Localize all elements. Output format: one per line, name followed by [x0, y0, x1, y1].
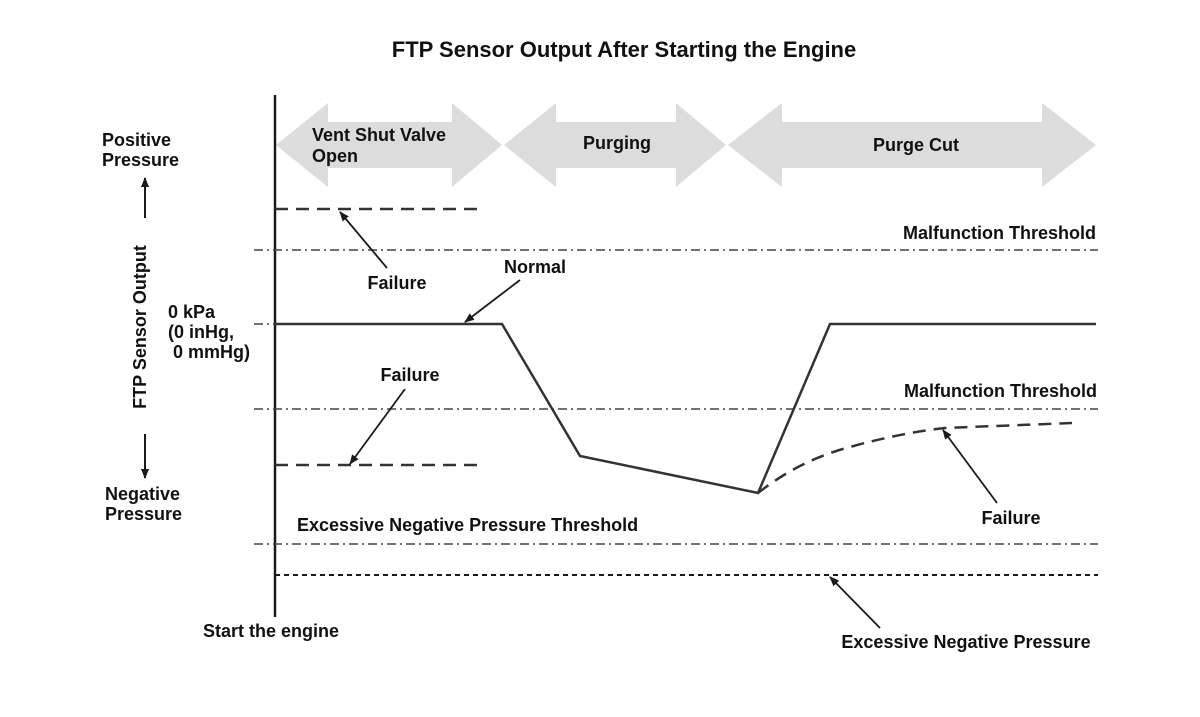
- failure-recovery-trace: [757, 421, 1073, 494]
- normal-label: Normal: [504, 257, 566, 277]
- start-engine-label: Start the engine: [203, 621, 339, 641]
- failure-low-label: Failure: [380, 365, 439, 385]
- lower-malfunction-threshold-label: Malfunction Threshold: [904, 381, 1097, 401]
- excessive-negative-pressure-label: Excessive Negative Pressure: [841, 632, 1090, 652]
- normal-pointer: [464, 279, 521, 323]
- upper-malfunction-threshold-label: Malfunction Threshold: [903, 223, 1096, 243]
- phase-arrows: [276, 103, 1096, 187]
- phase-arrow-purging: [504, 103, 726, 187]
- positive-pressure-label-line2: Pressure: [102, 150, 179, 170]
- phase-label-purge-cut: Purge Cut: [873, 135, 959, 155]
- zero-pressure-label-line3: 0 mmHg): [168, 342, 250, 362]
- normal-trace: [275, 322, 1096, 495]
- zero-pressure-label-line1: 0 kPa: [168, 302, 216, 322]
- phase-label-purging: Purging: [583, 133, 651, 153]
- negative-pressure-label-line2: Pressure: [105, 504, 182, 524]
- phase-label-vent-shut-line1: Vent Shut Valve: [312, 125, 446, 145]
- phase-label-vent-shut-line2: Open: [312, 146, 358, 166]
- phase-arrow-vent-shut: [276, 103, 502, 187]
- zero-pressure-label-line2: (0 inHg,: [168, 322, 234, 342]
- excessive-negative-pressure-pointer: [829, 576, 881, 629]
- excessive-negative-threshold-label: Excessive Negative Pressure Threshold: [297, 515, 638, 535]
- negative-pressure-label-line1: Negative: [105, 484, 180, 504]
- y-axis-label: FTP Sensor Output: [130, 245, 150, 409]
- positive-pressure-label-line1: Positive: [102, 130, 171, 150]
- failure-high-label: Failure: [367, 273, 426, 293]
- failure-low-pointer: [349, 388, 406, 465]
- failure-recovery-label: Failure: [981, 508, 1040, 528]
- failure-recovery-pointer: [942, 429, 998, 504]
- diagram-title: FTP Sensor Output After Starting the Eng…: [392, 37, 856, 62]
- phase-arrow-purge-cut: [728, 103, 1096, 187]
- failure-high-pointer: [339, 211, 388, 269]
